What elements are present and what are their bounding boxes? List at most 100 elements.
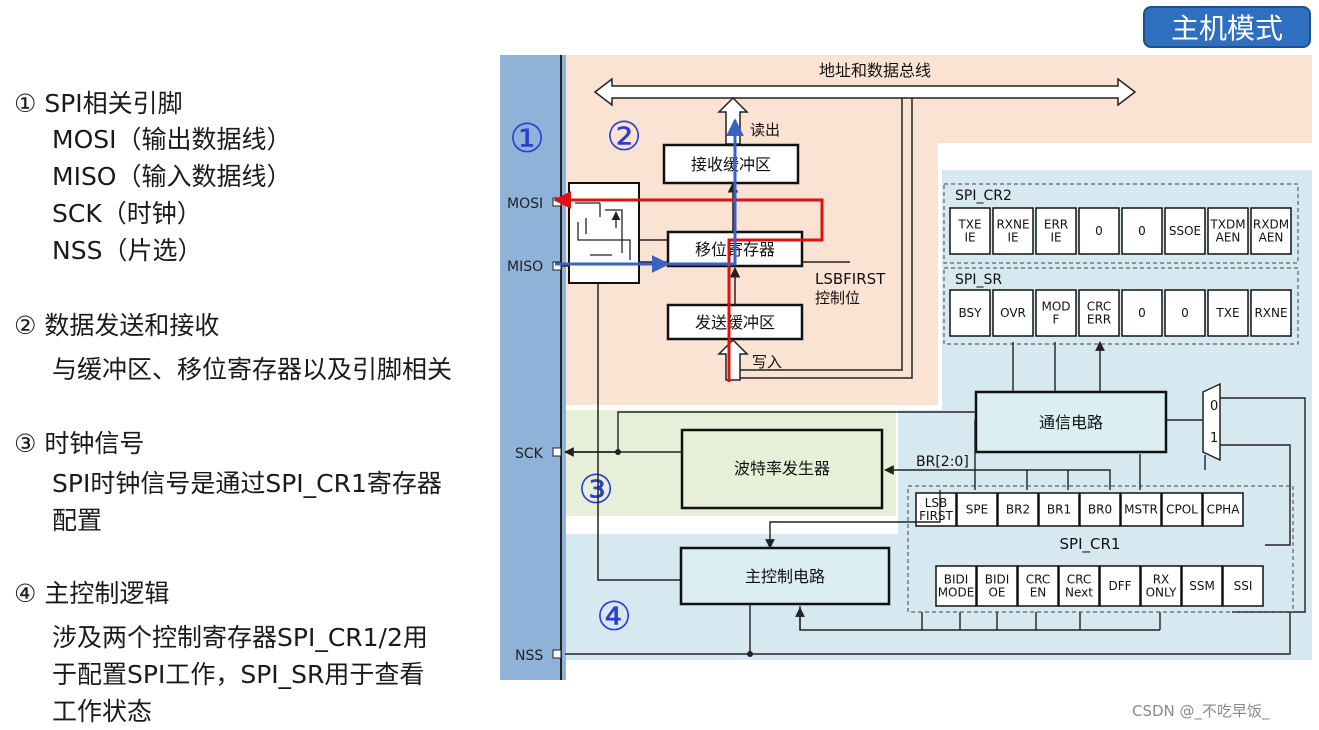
pin-mosi-label: MOSI [507, 196, 543, 212]
section-line: SCK（时钟） [52, 199, 202, 228]
mux-label-1: 1 [1210, 431, 1218, 446]
cr1-group [907, 485, 1294, 613]
section-title: ② 数据发送和接收 [14, 311, 220, 340]
register-bit-label: 0 [1181, 306, 1189, 320]
sr-group [943, 267, 1299, 345]
mosi-data-path [553, 191, 824, 382]
register-bit-cell [1078, 207, 1120, 255]
register-bit-label: MSTR [1124, 503, 1158, 517]
sr-name: SPI_SR [955, 272, 1002, 288]
register-bit-cell [1250, 289, 1292, 337]
mux-label-0: 0 [1210, 399, 1218, 414]
register-bit-cell [1164, 289, 1206, 337]
pin-sck-square [552, 447, 562, 457]
register-bit-cell [1164, 207, 1206, 255]
register-bit-cell [1250, 207, 1292, 255]
master-control-box [679, 546, 891, 606]
section-clock: ③ 时钟信号 SPI时钟信号是通过SPI_CR1寄存器 配置 [14, 426, 442, 539]
lsbfirst-label: 控制位 [815, 289, 860, 307]
rx-buffer-label: 接收缓冲区 [691, 155, 771, 174]
write-label: 写入 [752, 353, 782, 371]
sck-junction [615, 449, 621, 455]
register-bit-cell [1017, 565, 1059, 607]
region-marker: ④ [596, 594, 632, 640]
region-pins [500, 55, 566, 680]
lsbfirst-label: LSBFIRST [815, 270, 886, 288]
section-control: ④ 主控制逻辑 涉及两个控制寄存器SPI_CR1/2用 于配置SPI工作，SPI… [14, 576, 428, 730]
section-title: ③ 时钟信号 [14, 429, 145, 458]
register-bit-cell [1207, 289, 1249, 337]
write-hollow-arrow [717, 338, 749, 381]
region-marker: ① [509, 116, 545, 162]
register-bit-cell [992, 207, 1034, 255]
register-bit-cell [1058, 565, 1100, 607]
register-bit-cell [1121, 207, 1163, 255]
register-bit-cell [949, 289, 991, 337]
tx-buffer-label: 发送缓冲区 [695, 313, 775, 332]
switch-to-control-line [597, 283, 680, 581]
section-line: NSS（片选） [52, 236, 203, 265]
register-bit-cell [1038, 492, 1080, 527]
register-bit-cell [1207, 207, 1249, 255]
br-to-baud [884, 465, 1111, 490]
cr1-name: SPI_CR1 [1060, 535, 1121, 554]
baud-generator-box [680, 428, 884, 510]
register-bit-label: BR2 [1006, 503, 1030, 517]
br-label: BR[2:0] [916, 454, 969, 470]
register-bit-label: RXNE [1254, 306, 1287, 320]
section-line: MISO（输入数据线） [52, 162, 292, 191]
baud-generator-label: 波特率发生器 [734, 459, 830, 478]
register-bit-label: CPOL [1166, 503, 1198, 517]
comm-circuit-box [974, 390, 1168, 454]
register-bit-cell [1222, 565, 1264, 607]
register-bit-cell [1120, 492, 1162, 527]
mux [1202, 382, 1221, 462]
register-bit-cell [1202, 492, 1244, 527]
section-line: MOSI（输出数据线） [52, 125, 292, 154]
register-bit-label: CPHA [1207, 503, 1241, 517]
region-marker: ② [606, 114, 642, 160]
register-bit-label: SSOE [1169, 224, 1201, 238]
cr1-to-master [765, 490, 941, 549]
cr2-name: SPI_CR2 [955, 188, 1012, 204]
register-bit-label: 0 [1095, 224, 1103, 238]
read-label: 读出 [750, 121, 780, 139]
register-bit-cell [949, 207, 991, 255]
register-bit-label: SSI [1234, 579, 1253, 593]
register-bit-label: DFF [1108, 579, 1131, 593]
register-bit-cell [976, 565, 1018, 607]
mode-badge: 主机模式 [1143, 6, 1311, 48]
register-bit-cell [1099, 565, 1141, 607]
section-line: 于配置SPI工作，SPI_SR用于查看 [52, 660, 425, 689]
register-bit-cell [956, 492, 998, 527]
master-control-label: 主控制电路 [745, 567, 825, 586]
pin-nss-label: NSS [515, 648, 543, 664]
pin-nss-square [552, 649, 562, 659]
data-bus-arrow [593, 77, 1137, 107]
comm-circuit-label: 通信电路 [1039, 413, 1103, 432]
watermark: CSDN @_不吃早饭_ [1132, 702, 1270, 720]
register-bit-label: 0 [1138, 306, 1146, 320]
section-data: ② 数据发送和接收 与缓冲区、移位寄存器以及引脚相关 [14, 308, 452, 388]
register-bit-label: 0 [1138, 224, 1146, 238]
section-line: 涉及两个控制寄存器SPI_CR1/2用 [52, 623, 428, 652]
mux-wires [1166, 397, 1306, 613]
register-bit-cell [1078, 289, 1120, 337]
register-bit-cell [915, 492, 957, 527]
nss-junction [747, 651, 753, 657]
bus-label: 地址和数据总线 [819, 61, 931, 80]
